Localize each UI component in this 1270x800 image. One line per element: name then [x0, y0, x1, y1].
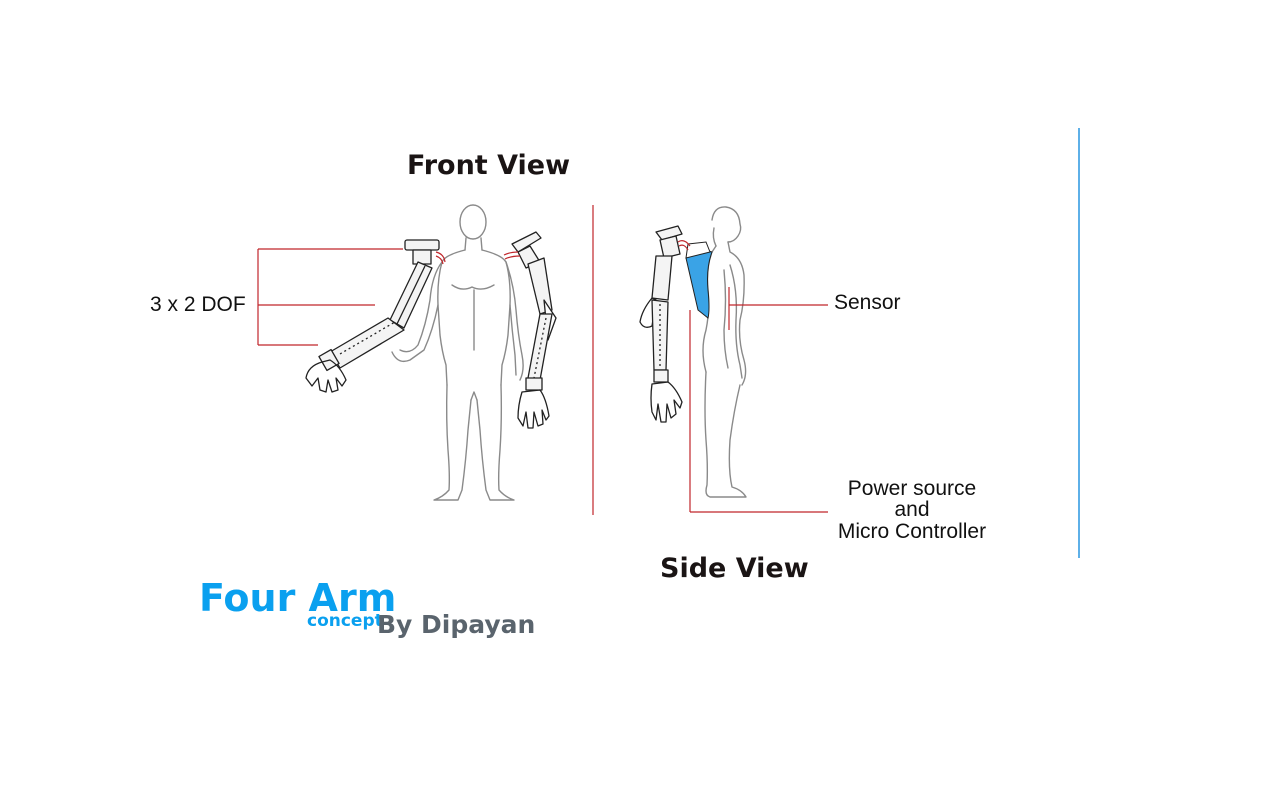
sensor-pad	[685, 249, 713, 319]
side-robotic-arm	[639, 225, 683, 423]
dof-leader-lines	[257, 248, 403, 346]
side-view-title: Side View	[660, 553, 809, 584]
dof-label: 3 x 2 DOF	[150, 293, 246, 316]
front-robotic-arm-right	[511, 231, 557, 429]
front-human-figure	[391, 204, 524, 501]
author-label: By Dipayan	[377, 610, 536, 639]
power-label-line3: Micro Controller	[837, 520, 987, 543]
backpack-top	[685, 241, 711, 259]
front-view-title: Front View	[407, 150, 571, 181]
power-label-line1: Power source	[847, 477, 977, 500]
power-controller-label: Power source and Micro Controller	[822, 478, 1002, 543]
front-shoulder-wires	[435, 251, 521, 265]
power-label-line2: and	[894, 498, 930, 521]
side-shoulder-wires	[677, 240, 691, 251]
front-robotic-arm-left	[305, 239, 440, 393]
brand-subtitle: concept	[307, 611, 383, 631]
sensor-label: Sensor	[834, 291, 901, 314]
brand-title: Four Arm	[199, 576, 397, 620]
side-human-figure	[702, 206, 747, 498]
side-leader-lines	[689, 287, 828, 513]
